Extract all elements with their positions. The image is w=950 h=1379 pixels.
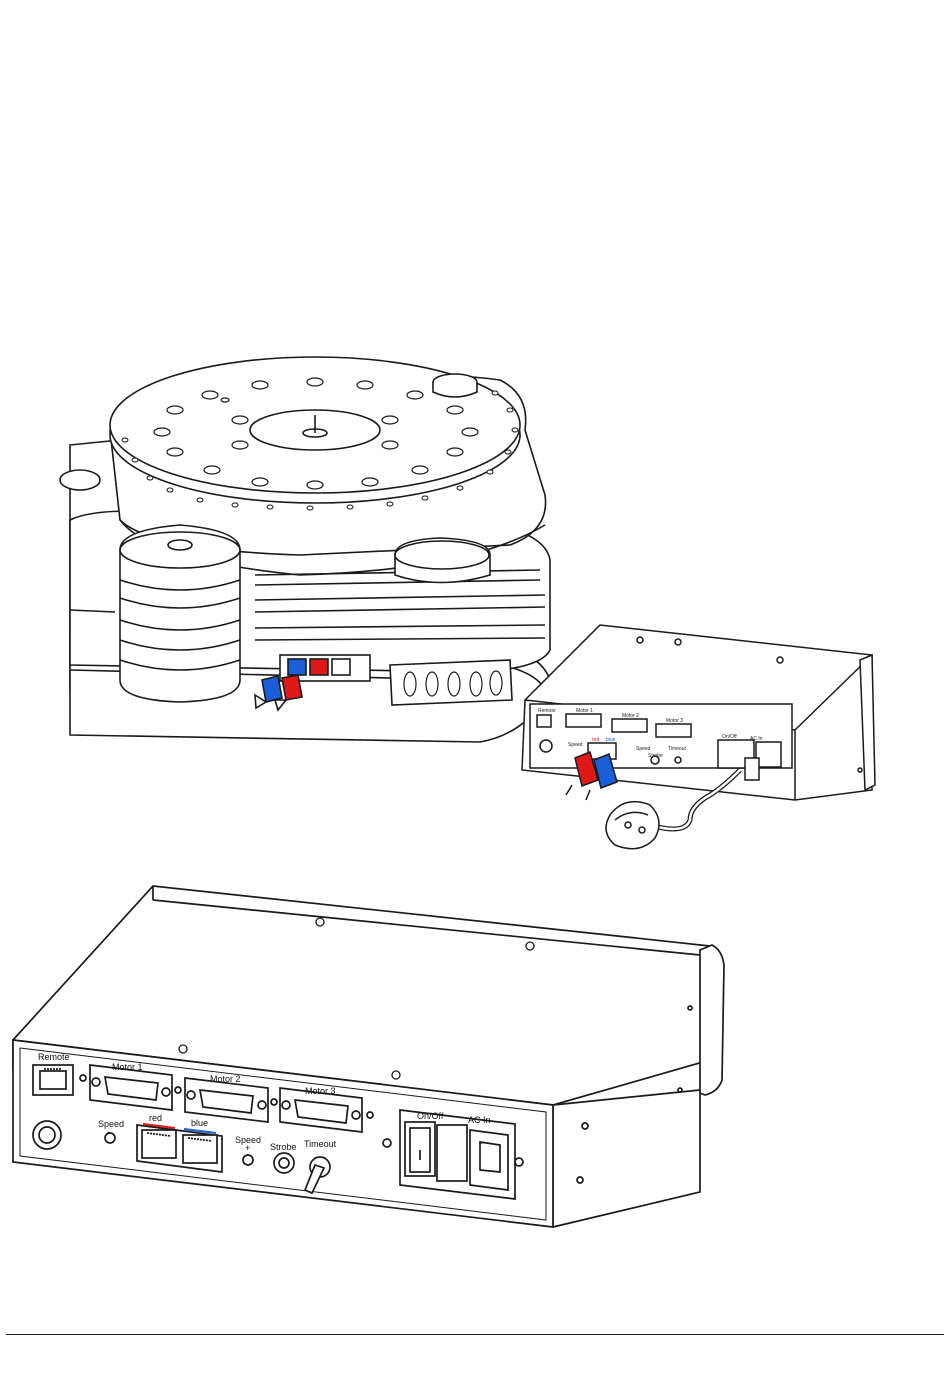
small-label-speed-plus: Speed — [636, 746, 651, 752]
small-label-acin: AC In — [750, 736, 763, 742]
small-label-blue: blue — [606, 737, 616, 743]
small-label-strobe: Strobe — [648, 753, 663, 759]
strobe-label: Strobe — [270, 1142, 297, 1152]
motor2-label: Motor 2 — [210, 1074, 241, 1084]
turntable-drawing — [60, 357, 550, 742]
large-control-box — [13, 886, 724, 1227]
small-label-remote: Remote — [538, 708, 556, 714]
speed-plus-trim — [243, 1155, 253, 1165]
remote-label: Remote — [38, 1052, 70, 1062]
small-label-onoff: On/Off — [722, 734, 737, 740]
motor1-label: Motor 1 — [112, 1062, 143, 1072]
footer-rule — [6, 1334, 944, 1335]
motor3-label: Motor 3 — [305, 1086, 336, 1096]
speed-minus-label: Speed — [98, 1119, 124, 1129]
small-label-speed-minus: Speed — [568, 742, 583, 748]
small-label-motor3: Motor 3 — [666, 718, 683, 724]
small-control-box — [522, 625, 875, 849]
red-label: red — [149, 1113, 162, 1123]
blue-label: blue — [191, 1118, 208, 1128]
small-label-motor2: Motor 2 — [622, 713, 639, 719]
speed-plus-sign: + — [245, 1143, 250, 1153]
speed-minus-sign: - — [107, 1127, 110, 1137]
acin-label: AC In — [468, 1115, 491, 1125]
small-label-motor1: Motor 1 — [576, 708, 593, 714]
timeout-label: Timeout — [304, 1139, 337, 1149]
small-label-timeout: Timeout — [668, 746, 686, 752]
onoff-label: On/Off — [417, 1111, 444, 1121]
small-label-red: red — [592, 737, 599, 743]
